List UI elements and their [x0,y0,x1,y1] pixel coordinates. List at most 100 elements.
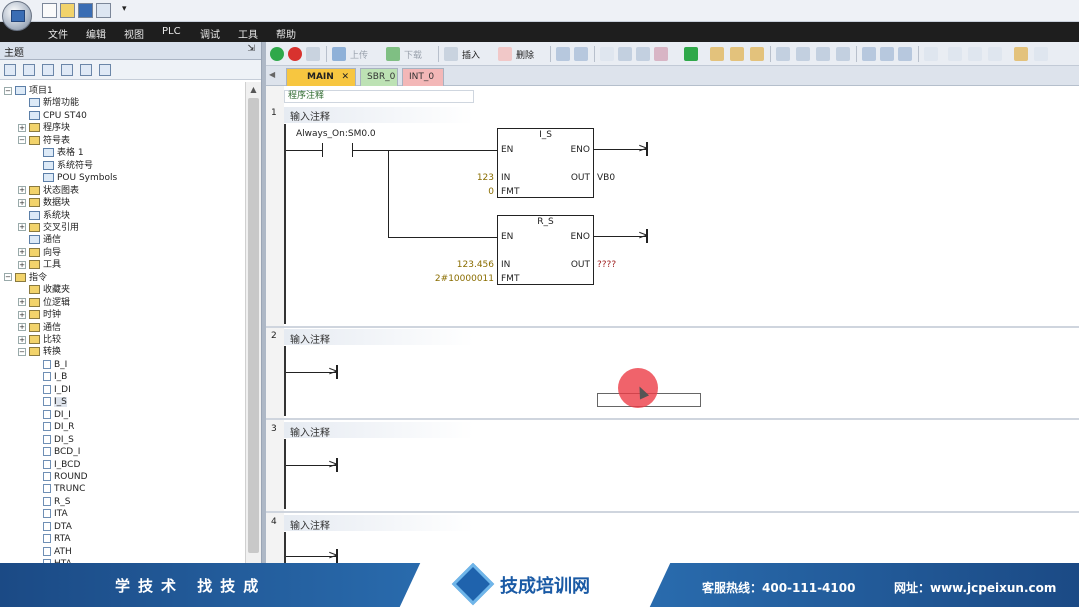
edit-icon[interactable] [968,47,982,61]
panel-tool-2-icon[interactable] [23,64,35,76]
branch-2-icon[interactable] [796,47,810,61]
menu-plc[interactable]: PLC [162,26,181,37]
function-box-r-s[interactable]: R_S EN ENO IN OUT FMT [497,215,594,285]
network-1-comment[interactable]: 输入注释 [290,112,330,123]
tree-item[interactable]: HTA [32,558,72,563]
collapse-icon[interactable]: − [4,273,12,282]
line-icon[interactable] [836,47,850,61]
page-icon[interactable] [1034,47,1048,61]
tree-item[interactable]: −转换 [18,346,61,358]
scroll-thumb[interactable] [248,98,259,553]
out-value[interactable]: VB0 [597,173,616,183]
open-folder-icon[interactable] [60,3,75,18]
lock-3-icon[interactable] [750,47,764,61]
tree-item[interactable]: ITA [32,508,68,520]
tree-item[interactable]: ATH [32,546,72,558]
menu-debug[interactable]: 调试 [200,30,220,41]
tool-c-icon[interactable] [636,47,650,61]
tree-item[interactable]: +向导 [18,247,61,259]
tree-item[interactable]: DTA [32,521,72,533]
compile-icon[interactable] [306,47,320,61]
expand-icon[interactable]: + [18,310,26,319]
coil-icon[interactable] [880,47,894,61]
insert-label[interactable]: 插入 [462,51,481,61]
tree-item[interactable]: +数据块 [18,197,70,209]
tree-item[interactable]: −项目1 [4,85,53,97]
tree-item[interactable]: DI_I [32,409,71,421]
run-icon[interactable] [270,47,284,61]
upload-icon[interactable] [332,47,346,61]
tree-item[interactable]: 表格 1 [32,147,84,159]
expand-icon[interactable]: + [18,260,26,269]
expand-icon[interactable]: + [18,248,26,257]
network-2-comment[interactable]: 输入注释 [290,335,330,346]
tree-item[interactable]: B_I [32,359,67,371]
stop-icon[interactable] [288,47,302,61]
pen-icon[interactable] [1014,47,1028,61]
download-icon[interactable] [386,47,400,61]
tree-item[interactable]: +通信 [18,322,61,334]
options-icon[interactable] [988,47,1002,61]
collapse-icon[interactable]: − [18,347,26,356]
tree-item[interactable]: −指令 [4,272,47,284]
tree-item[interactable]: 系统块 [18,210,70,222]
tree-item[interactable]: DI_R [32,421,74,433]
tree-item[interactable]: 收藏夹 [18,284,70,296]
upload-label[interactable]: 上传 [350,51,369,61]
tree-item[interactable]: I_S [32,396,67,408]
menu-view[interactable]: 视图 [124,30,144,41]
lock-1-icon[interactable] [710,47,724,61]
fmt-value[interactable]: 0 [488,187,494,197]
tree-item[interactable]: +工具 [18,259,61,271]
insert-icon[interactable] [444,47,458,61]
menu-edit[interactable]: 编辑 [86,30,106,41]
tool-a-icon[interactable] [600,47,614,61]
tree-item[interactable]: I_BCD [32,459,80,471]
tree-item[interactable]: +程序块 [18,122,70,134]
expand-icon[interactable]: + [18,298,26,307]
branch-3-icon[interactable] [816,47,830,61]
tree-item[interactable]: +时钟 [18,309,61,321]
print-icon[interactable] [96,3,111,18]
tree-item[interactable]: +交叉引用 [18,222,79,234]
collapse-icon[interactable]: − [4,86,12,95]
tree-item[interactable]: I_B [32,371,67,383]
panel-tool-5-icon[interactable] [80,64,92,76]
new-file-icon[interactable] [42,3,57,18]
delete-icon[interactable] [498,47,512,61]
tab-int0[interactable]: INT_0 [402,68,444,86]
monitor-stop-icon[interactable] [574,47,588,61]
panel-tool-4-icon[interactable] [61,64,73,76]
tree-item[interactable]: BCD_I [32,446,80,458]
tab-sbr0[interactable]: SBR_0 [360,68,398,86]
tab-main[interactable]: MAIN ✕ [286,68,356,86]
close-icon[interactable]: ✕ [341,72,349,82]
network-4-comment[interactable]: 输入注释 [290,521,330,532]
save-icon[interactable] [78,3,93,18]
tree-item[interactable]: ROUND [32,471,88,483]
tree-item[interactable]: POU Symbols [32,172,117,184]
in-value[interactable]: 123 [476,173,494,183]
tree-item[interactable]: RTA [32,533,71,545]
ladder-editor[interactable]: 程序注释 1 输入注释 Always_On:SM0.0 I_S EN ENO I… [266,86,1079,563]
tool-d-icon[interactable] [654,47,668,61]
tree-item[interactable]: I_DI [32,384,71,396]
tree-item[interactable]: 系统符号 [32,160,93,172]
tree-item[interactable]: R_S [32,496,70,508]
lock-2-icon[interactable] [730,47,744,61]
expand-icon[interactable]: + [18,198,26,207]
panel-tool-1-icon[interactable] [4,64,16,76]
tree-item[interactable]: DI_S [32,434,74,446]
in-value[interactable]: 123.456 [456,260,494,270]
network-3-comment[interactable]: 输入注释 [290,428,330,439]
menu-file[interactable]: 文件 [48,30,68,41]
tree-scrollbar[interactable]: ▲ [245,82,261,563]
application-menu-button[interactable] [2,1,32,31]
branch-1-icon[interactable] [776,47,790,61]
quick-access-dropdown[interactable]: ▾ [122,4,127,14]
fmt-value[interactable]: 2#10000011 [434,274,494,284]
tab-scroll-left-icon[interactable]: ◀ [269,70,276,79]
comment-icon[interactable] [924,47,938,61]
monitor-icon[interactable] [556,47,570,61]
tree-item[interactable]: 新增功能 [18,97,79,109]
